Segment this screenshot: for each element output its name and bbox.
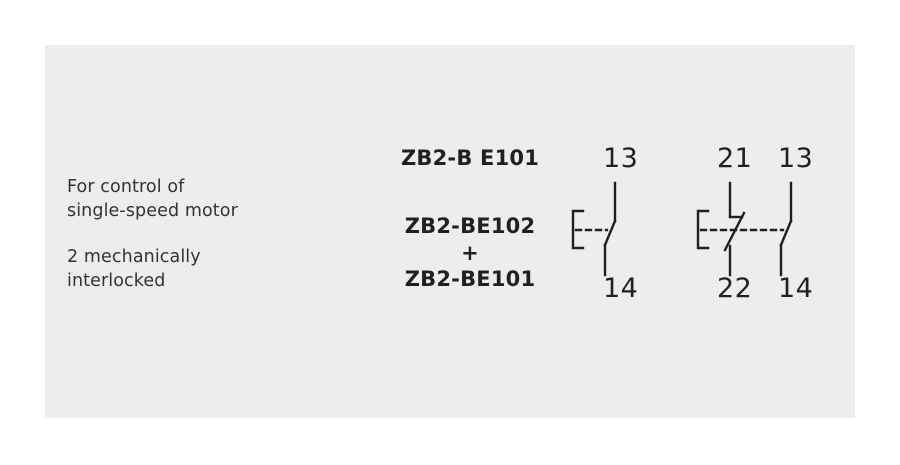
reference-column: ZB2-B E101 ZB2-BE102 + ZB2-BE101 [355,145,585,293]
schematic-single-no-contact: 13 14 [565,145,695,315]
nc-contact-blade [723,211,746,252]
schematic-nc-plus-no-contact: 21 22 13 14 [695,145,825,315]
description-paragraph-2: 2 mechanically interlocked [67,245,337,293]
no-contact-blade [779,219,793,247]
description-line: 2 mechanically [67,247,201,268]
description-line: For control of [67,177,185,197]
terminal-label-21: 21 [717,143,753,174]
terminal-label-14: 14 [603,273,639,304]
description-paragraph-1: For control of single-speed motor [67,175,337,223]
plus-sign: + [461,240,479,265]
content-panel: For control of single-speed motor 2 mech… [45,45,855,418]
description-line: single-speed motor [67,201,238,222]
schematic-symbol-group: 13 14 21 22 13 [555,145,845,315]
contact-blade [603,219,617,247]
part-number: ZB2-BE102 [404,214,536,239]
nc-no-contact-drawing [696,181,793,277]
description-column: For control of single-speed motor 2 mech… [67,175,337,294]
description-line: interlocked [67,271,166,292]
actuator-bracket [571,209,585,250]
no-contact-drawing [571,181,617,277]
part-number: ZB2-B E101 [400,146,540,170]
part-number: ZB2-BE101 [404,267,536,292]
reference-block-2: ZB2-BE102 + ZB2-BE101 [355,213,585,292]
terminal-label-13: 13 [778,143,814,174]
terminal-label-14: 14 [778,273,814,304]
terminal-label-22: 22 [717,273,753,304]
actuator-bracket [696,209,710,250]
reference-block-1: ZB2-B E101 [355,145,585,171]
terminal-label-13: 13 [603,143,639,174]
